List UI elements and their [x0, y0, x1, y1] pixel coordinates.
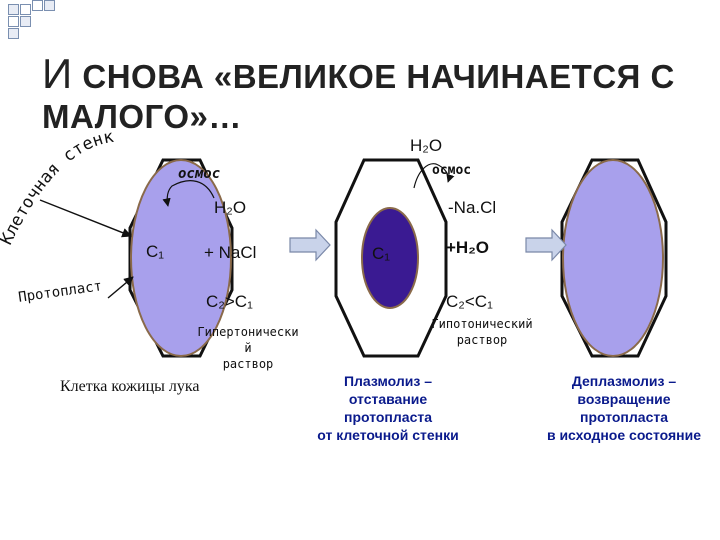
title-initial: И — [42, 50, 73, 97]
plasmolysis-line-3: от клеточной стенки — [317, 427, 459, 443]
right-arrow-icon — [525, 228, 567, 262]
c2-lt-c1-label: C₂<C₁ — [446, 292, 493, 311]
hypertonic-line-3: раствор — [222, 357, 274, 371]
deplasmolysis-line-3: в исходное состояние — [546, 427, 702, 443]
hypertonic-line-2: й — [244, 341, 252, 355]
c2-gt-c1-label: C₂>C₁ — [206, 292, 253, 311]
h2o-left-label: H₂O — [214, 198, 247, 217]
plus-h2o-label: +H₂O — [446, 238, 489, 257]
title-rest: СНОВА «ВЕЛИКОЕ НАЧИНАЕТСЯ С — [72, 58, 675, 95]
plasmolysis-caption: Плазмолиз – отставание протопласта от кл… — [296, 372, 480, 444]
osmos-left-label: осмос — [178, 166, 221, 182]
cell-wall-label: Клеточная стенка — [0, 0, 115, 248]
vacuole-shrunk — [361, 207, 419, 309]
deplasmolysed-cell — [560, 158, 668, 358]
curved-osmosis-arrow-icon — [162, 180, 215, 207]
cell-wall-pointer — [39, 199, 132, 238]
page-title-line2: МАЛОГО»… — [42, 98, 242, 135]
deplasmolysis-line-2: протопласта — [580, 409, 668, 425]
hypotonic-caption: Гипотонический раствор — [420, 316, 544, 348]
h2o-top-label: H₂O — [410, 136, 443, 155]
plasmolysed-cell — [334, 158, 448, 358]
onion-cell-caption: Клетка кожицы лука — [60, 378, 200, 395]
deplasmolysis-title: Деплазмолиз – — [571, 373, 677, 389]
deplasmolysis-line-1: возвращение — [577, 391, 671, 407]
plus-nacl-label: + NaCl — [204, 243, 257, 262]
plasmolysis-title: Плазмолиз – — [343, 373, 433, 389]
page-title-line1: И СНОВА «ВЕЛИКОЕ НАЧИНАЕТСЯ С — [42, 50, 675, 98]
c1-mid-label: C₁ — [372, 244, 391, 263]
c1-left-label: C₁ — [146, 242, 165, 261]
protoplast-restored — [562, 159, 664, 357]
protoplast-normal — [130, 159, 232, 357]
plasmolysis-line-1: отставание — [348, 391, 428, 407]
osmos-right-label: осмос — [432, 163, 472, 178]
hypotonic-line-1: Гипотонический — [431, 317, 533, 331]
hypertonic-line-1: Гипертонически — [197, 325, 299, 339]
minus-nacl-label: -Na.Cl — [448, 198, 497, 217]
hypotonic-line-2: раствор — [456, 333, 508, 347]
right-arrow-icon — [289, 228, 331, 262]
curved-osmosis-arrow-icon — [413, 163, 455, 189]
hypertonic-caption: Гипертонически й раствор — [186, 324, 310, 372]
plasmolysis-line-2: протопласта — [344, 409, 432, 425]
onion-cell-normal — [128, 158, 234, 358]
deplasmolysis-caption: Деплазмолиз – возвращение протопласта в … — [532, 372, 716, 444]
protoplast-pointer — [107, 276, 134, 299]
